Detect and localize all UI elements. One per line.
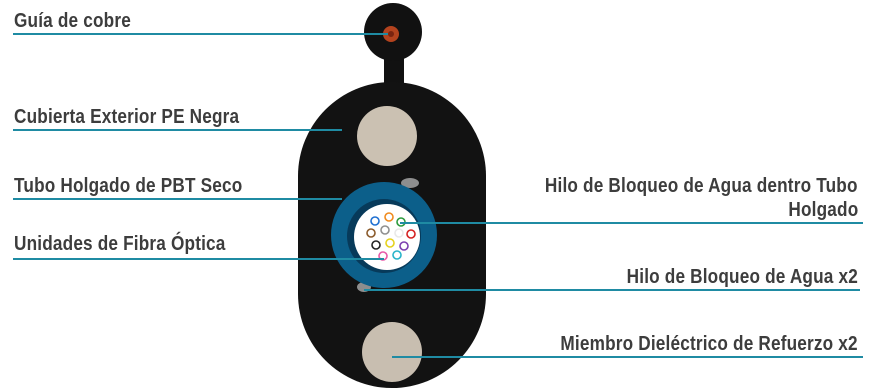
copper-guide-core bbox=[388, 31, 394, 37]
optical-fiber-group bbox=[366, 212, 416, 261]
optical-fiber bbox=[380, 225, 390, 235]
label-strength-member: Miembro Dieléctrico de Refuerzo x2 bbox=[560, 333, 858, 355]
label-copper-guide: Guía de cobre bbox=[14, 10, 131, 32]
label-tube-water-block-line2: Holgado bbox=[788, 199, 858, 221]
optical-fiber bbox=[399, 241, 409, 251]
label-outer-sheath: Cubierta Exterior PE Negra bbox=[14, 106, 240, 128]
water-block-yarn-top bbox=[401, 178, 419, 188]
optical-fiber bbox=[384, 212, 394, 222]
optical-fiber bbox=[370, 216, 380, 226]
optical-fiber bbox=[392, 250, 402, 260]
optical-fiber bbox=[394, 228, 404, 238]
optical-fiber bbox=[371, 240, 381, 250]
label-tube-water-block-line1: Hilo de Bloqueo de Agua dentro Tubo bbox=[545, 175, 858, 197]
label-loose-tube: Tubo Holgado de PBT Seco bbox=[14, 175, 243, 197]
strength-member-top bbox=[357, 106, 417, 166]
strength-member-bottom bbox=[362, 322, 422, 382]
optical-fiber bbox=[366, 228, 376, 238]
label-fiber-units: Unidades de Fibra Óptica bbox=[14, 233, 226, 255]
label-water-block-yarn: Hilo de Bloqueo de Agua x2 bbox=[626, 266, 858, 288]
optical-fiber bbox=[406, 229, 416, 239]
optical-fiber bbox=[385, 238, 395, 248]
